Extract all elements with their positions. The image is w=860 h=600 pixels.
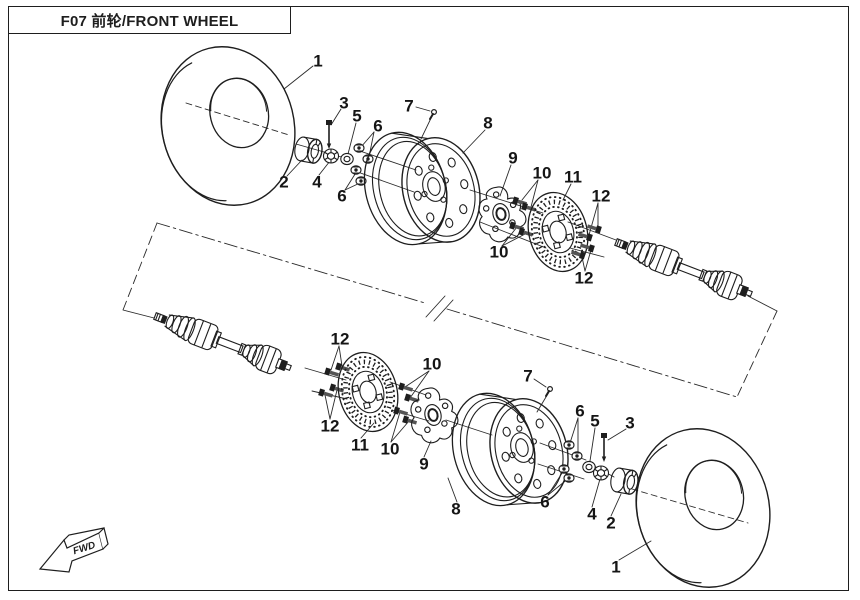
hub-cap-bottom [608,466,641,496]
flange-bolts-top [569,222,603,261]
brake-disc-top [520,186,596,278]
castle-nut-top [322,148,340,164]
title-box: F07 前轮/FRONT WHEEL [8,6,291,34]
page-title: F07 前轮/FRONT WHEEL [60,12,239,30]
rim-top [352,115,492,260]
flange-bolts-bottom [317,361,352,400]
tire-bottom [618,413,788,600]
stud-bolt-top [325,119,333,150]
rim-bottom [440,376,580,521]
tire-top [143,31,313,221]
fwd-arrow: FWD [38,526,109,573]
valve-bottom [545,385,554,397]
hub-cap-top [292,135,325,165]
castle-nut-bottom [592,465,610,481]
hub-bracket-bottom [402,382,464,448]
stud-bolt-bottom [600,432,608,463]
page-border [8,6,849,591]
hex-nuts-top [350,143,374,186]
valve-top [429,108,438,120]
cv-axle-top [610,229,757,307]
washer-top [340,152,354,166]
cv-axle-bottom [149,303,296,381]
